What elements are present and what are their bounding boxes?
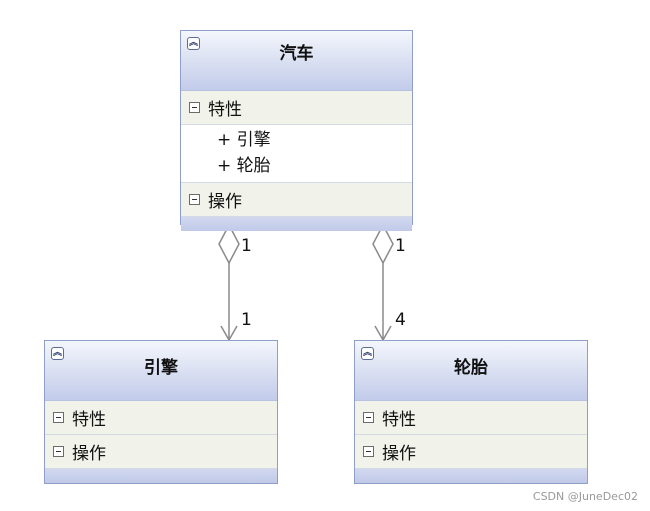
section-label: 操作 [382,444,416,464]
class-tire-footer [355,469,587,483]
collapse-icon[interactable]: ︽ [361,347,374,360]
minus-toggle-icon[interactable] [363,412,374,423]
collapse-icon[interactable]: ︽ [187,37,200,50]
section-label: 特性 [382,410,416,430]
multiplicity-car-engine-target: 1 [241,310,252,330]
class-car-attribute-list: + 引擎 + 轮胎 [181,125,412,183]
multiplicity-car-engine-source: 1 [241,236,252,256]
class-engine-title: 引擎 [144,358,178,378]
class-engine-header: ︽ 引擎 [45,341,277,401]
class-engine-operations-section[interactable]: 操作 [45,435,277,469]
class-car-header: ︽ 汽车 [181,31,412,91]
class-car-footer [181,217,412,231]
watermark: CSDN @JuneDec02 [532,490,638,503]
collapse-icon[interactable]: ︽ [51,347,64,360]
class-engine[interactable]: ︽ 引擎 特性 操作 [44,340,278,484]
class-car-title: 汽车 [279,44,314,64]
class-engine-attributes-section[interactable]: 特性 [45,401,277,435]
section-label: 操作 [72,444,106,464]
attribute-tire[interactable]: + 轮胎 [181,153,412,179]
minus-toggle-icon[interactable] [189,102,200,113]
multiplicity-car-tire-source: 1 [395,236,406,256]
minus-toggle-icon[interactable] [53,412,64,423]
class-car-operations-section[interactable]: 操作 [181,183,412,217]
class-tire-title: 轮胎 [454,358,488,378]
section-label: 操作 [208,192,242,212]
class-tire-operations-section[interactable]: 操作 [355,435,587,469]
class-car-attributes-section[interactable]: 特性 [181,91,412,125]
minus-toggle-icon[interactable] [53,446,64,457]
attribute-engine[interactable]: + 引擎 [181,127,412,153]
minus-toggle-icon[interactable] [363,446,374,457]
class-tire[interactable]: ︽ 轮胎 特性 操作 [354,340,588,484]
multiplicity-car-tire-target: 4 [395,310,406,330]
class-tire-attributes-section[interactable]: 特性 [355,401,587,435]
section-label: 特性 [72,410,106,430]
class-engine-footer [45,469,277,483]
class-car[interactable]: ︽ 汽车 特性 + 引擎 + 轮胎 操作 [180,30,413,231]
minus-toggle-icon[interactable] [189,194,200,205]
section-label: 特性 [208,100,242,120]
class-tire-header: ︽ 轮胎 [355,341,587,401]
